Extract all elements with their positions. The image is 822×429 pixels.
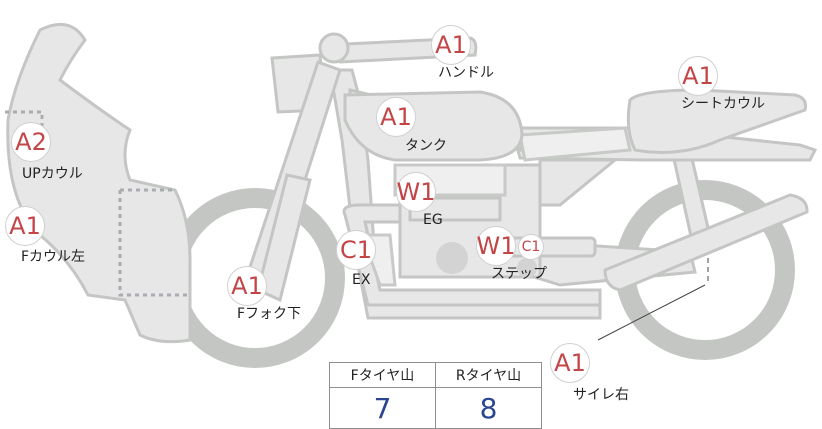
f-cowl-left-label: Fカウル左	[21, 249, 86, 265]
step-label: ステップ	[491, 266, 547, 282]
engine-label: EG	[423, 212, 443, 228]
side-cover	[538, 158, 620, 207]
seat-cowl-shape	[626, 88, 807, 154]
seat-cowl-code-badge[interactable]: A1	[678, 56, 718, 96]
rear-tire-tread-value[interactable]: 8	[435, 387, 542, 429]
up-cowl-code-badge[interactable]: A2	[11, 122, 51, 162]
silencer-right-label: サイレ右	[573, 387, 629, 403]
fork-lower-code-badge[interactable]: A1	[227, 266, 267, 306]
step-extra-code-badge[interactable]: C1	[518, 234, 544, 260]
exhaust-pipe-upper	[342, 203, 602, 307]
engine-cover-left	[436, 242, 468, 274]
up-cowl-label: UPカウル	[22, 166, 83, 182]
exhaust-code-badge[interactable]: C1	[336, 230, 376, 270]
fairing	[6, 22, 192, 344]
tank-code-badge[interactable]: A1	[376, 97, 416, 137]
fork-lower-shape	[256, 173, 312, 303]
tank-label: タンク	[405, 138, 447, 154]
handle-label: ハンドル	[438, 65, 494, 81]
silencer	[603, 193, 809, 292]
fork-lower-label: Fフォク下	[237, 306, 302, 322]
rear-tire-tread-header: Rタイヤ山	[435, 362, 542, 388]
handle-grip	[318, 32, 350, 64]
silencer-right-code-badge[interactable]: A1	[550, 343, 590, 383]
f-cowl-left-code-badge[interactable]: A1	[5, 206, 45, 246]
silencer-leader	[597, 284, 706, 341]
seat	[518, 126, 632, 162]
front-tire-tread-header: Fタイヤ山	[329, 362, 436, 388]
handle-code-badge[interactable]: A1	[431, 25, 471, 65]
seat-cowl-label: シートカウル	[681, 96, 765, 112]
tire-tread-value-row: 7 8	[329, 387, 542, 429]
step-code-badge[interactable]: W1	[476, 226, 516, 266]
exhaust-label: EX	[352, 272, 371, 288]
engine-cover-right	[517, 258, 537, 278]
tire-tread-header-row: Fタイヤ山 Rタイヤ山	[329, 362, 542, 388]
front-tire-tread-value[interactable]: 7	[329, 387, 436, 429]
fairing-dotted-line	[5, 110, 190, 297]
engine-code-badge[interactable]: W1	[396, 172, 436, 212]
tire-tread-table: Fタイヤ山 Rタイヤ山 7 8	[329, 362, 542, 429]
